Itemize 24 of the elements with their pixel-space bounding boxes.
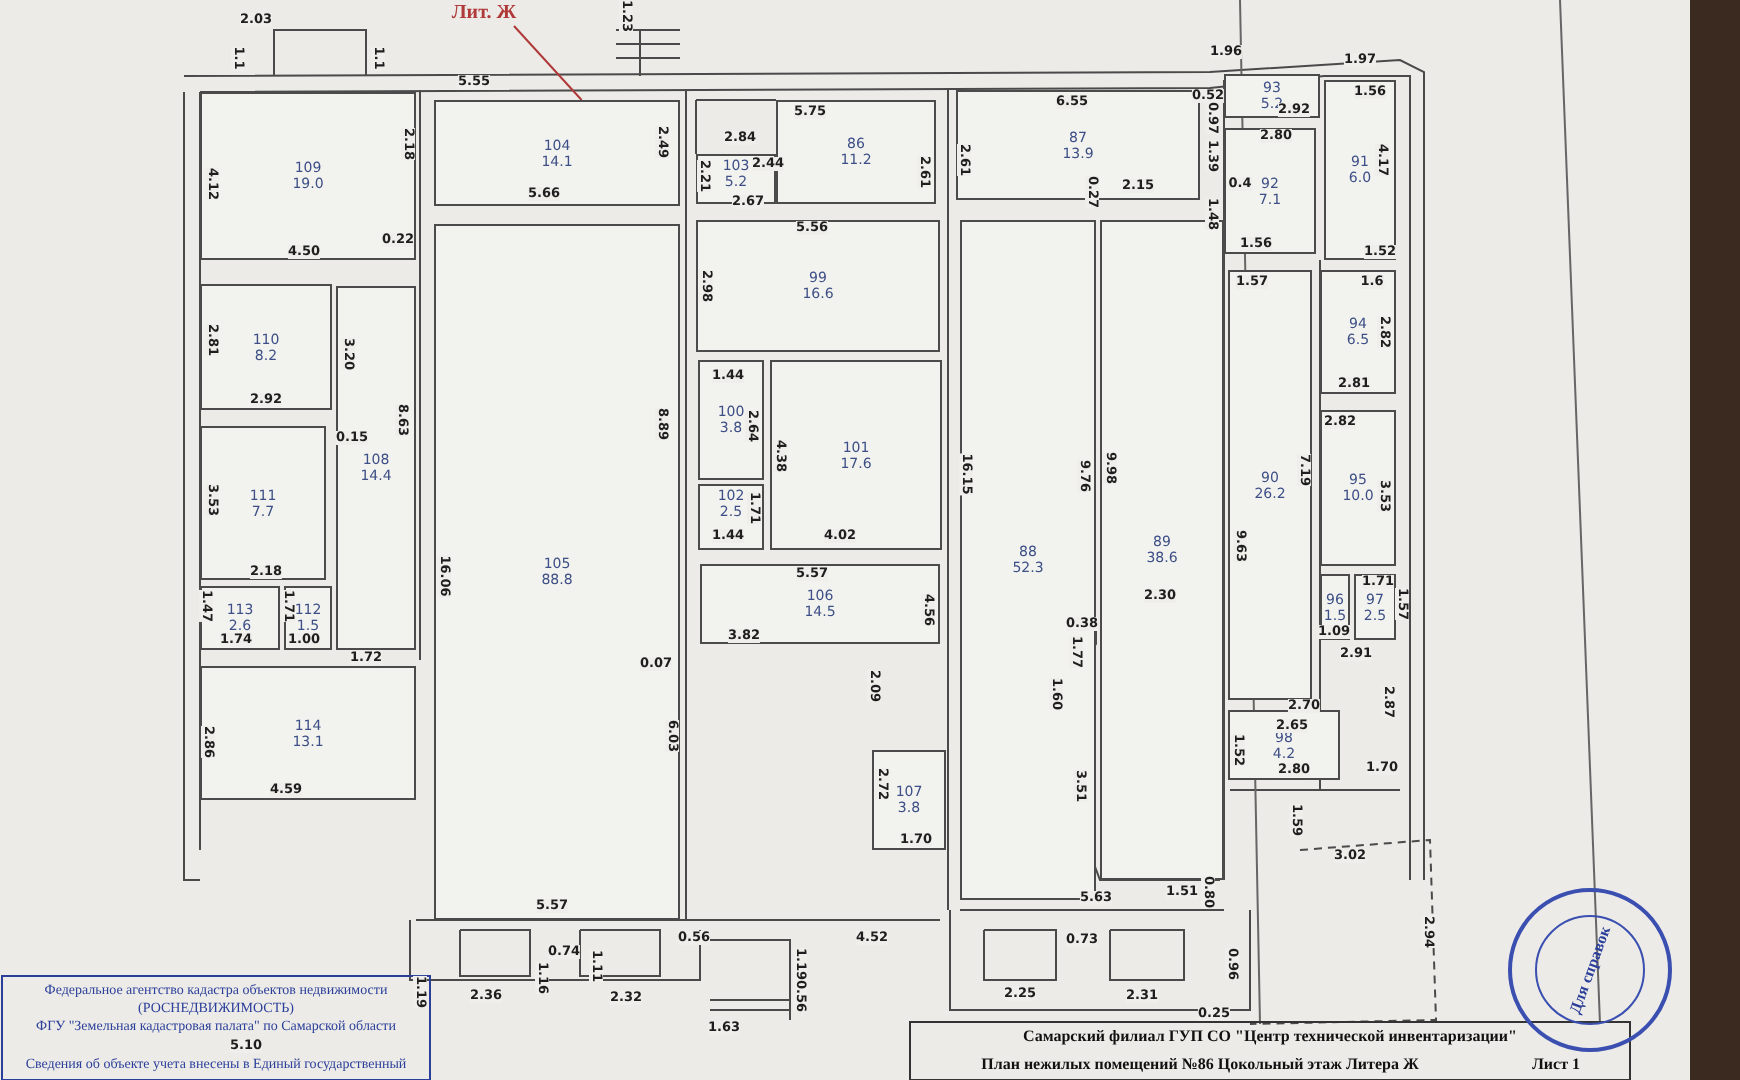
title-block-text: План нежилых помещений №86 Цокольный этаж Литера Ж	[981, 1055, 1419, 1073]
room-outline	[696, 220, 940, 352]
room-outline	[200, 426, 326, 580]
room-outline	[434, 100, 680, 206]
leader-line	[513, 25, 583, 101]
room-outline	[200, 284, 332, 410]
stamp-text: Для справок	[1565, 923, 1615, 1017]
room-outline	[200, 666, 416, 800]
room-outline	[1228, 270, 1312, 700]
room-outline	[200, 92, 416, 260]
title-block-text: Самарский филиал ГУП СО "Центр технической инвентаризации"	[1023, 1027, 1517, 1045]
room-outline	[1320, 410, 1396, 566]
room-outline	[336, 286, 416, 650]
room-outline	[1320, 270, 1396, 394]
room-outline	[872, 750, 946, 850]
room-outline	[1224, 74, 1320, 118]
room-outline	[1324, 80, 1396, 260]
room-outline	[698, 360, 764, 480]
room-outline	[434, 224, 680, 920]
room-outline	[1224, 128, 1316, 254]
room-outline	[770, 360, 942, 550]
building-letter-label: Лит. Ж	[451, 2, 517, 24]
room-outline	[700, 564, 940, 644]
title-block-text: Лист 1	[1531, 1055, 1581, 1073]
